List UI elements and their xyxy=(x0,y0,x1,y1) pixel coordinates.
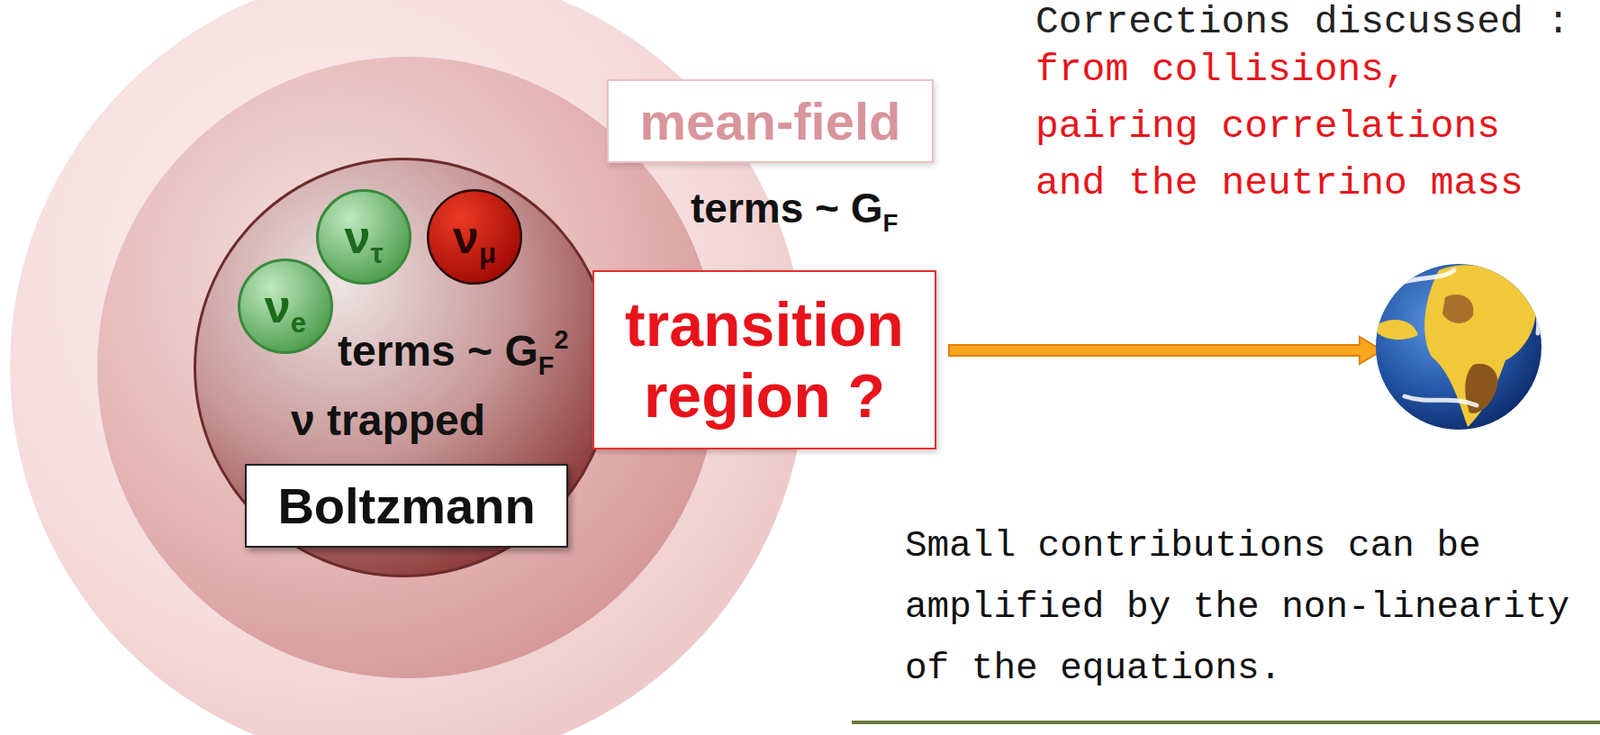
text-part: Boltzmann xyxy=(277,477,535,534)
neutrino-circle: ντ xyxy=(316,189,412,285)
text-part: mean-field xyxy=(639,91,901,151)
text-part: τ xyxy=(370,237,384,270)
circle-shape xyxy=(317,190,411,284)
node-text: mean-field xyxy=(639,90,901,154)
text-part: ν trapped xyxy=(290,396,486,444)
trapping-sphere: νeντνμBoltzmannterms ~ GF2ν trapped xyxy=(193,157,614,578)
text-part: ν xyxy=(452,210,480,263)
method-box: mean-field xyxy=(606,79,934,163)
circle-shape xyxy=(427,189,522,284)
heading-note: Corrections discussed : xyxy=(1035,0,1571,46)
text-part: terms ~ G xyxy=(337,326,539,375)
text-part: e xyxy=(290,307,307,339)
method-box: Boltzmann xyxy=(244,463,569,548)
neutrino-label: νμ xyxy=(452,208,497,265)
node-text: ν trapped xyxy=(290,394,486,447)
order-note: terms ~ GF xyxy=(690,183,898,234)
earth-clouds xyxy=(1386,270,1539,406)
text-part: 2 xyxy=(553,325,569,354)
text-part: F xyxy=(538,351,555,380)
neutrino-circle: νe xyxy=(237,258,334,354)
text-part: Small contributions can be amplified by … xyxy=(904,524,1570,689)
earth-land xyxy=(1442,294,1474,324)
node-text: terms ~ GF2 xyxy=(337,325,569,378)
flow-arrow xyxy=(949,336,1383,364)
rule-line xyxy=(851,720,1600,724)
text-part: Corrections discussed : xyxy=(1035,0,1571,45)
neutrino-circle: νμ xyxy=(426,189,523,285)
neutrino-label: νe xyxy=(264,278,307,335)
question-box: transition region ? xyxy=(592,270,937,450)
node-text: Boltzmann xyxy=(277,475,535,536)
earth-continent xyxy=(1424,264,1536,427)
corrections-list: from collisions, pairing correlations an… xyxy=(1035,41,1558,212)
text-part: transition region ? xyxy=(624,289,904,429)
node-text: transition region ? xyxy=(603,289,926,430)
neutrino-label: ντ xyxy=(344,208,384,265)
note-text: Small contributions can be amplified by … xyxy=(904,515,1590,699)
earth-land xyxy=(1464,363,1498,414)
text-part: terms ~ G xyxy=(690,184,884,232)
earth-ocean xyxy=(1375,263,1542,430)
text-part: F xyxy=(883,208,899,237)
earth-icon xyxy=(1375,263,1542,430)
text-part: ν xyxy=(264,280,291,333)
text-part: from collisions, pairing correlations an… xyxy=(1035,47,1524,206)
text-part: ν xyxy=(344,210,371,263)
earth-continent xyxy=(1377,319,1419,340)
circle-shape xyxy=(195,159,613,577)
text-part: μ xyxy=(479,237,497,270)
circle-shape xyxy=(239,260,333,353)
